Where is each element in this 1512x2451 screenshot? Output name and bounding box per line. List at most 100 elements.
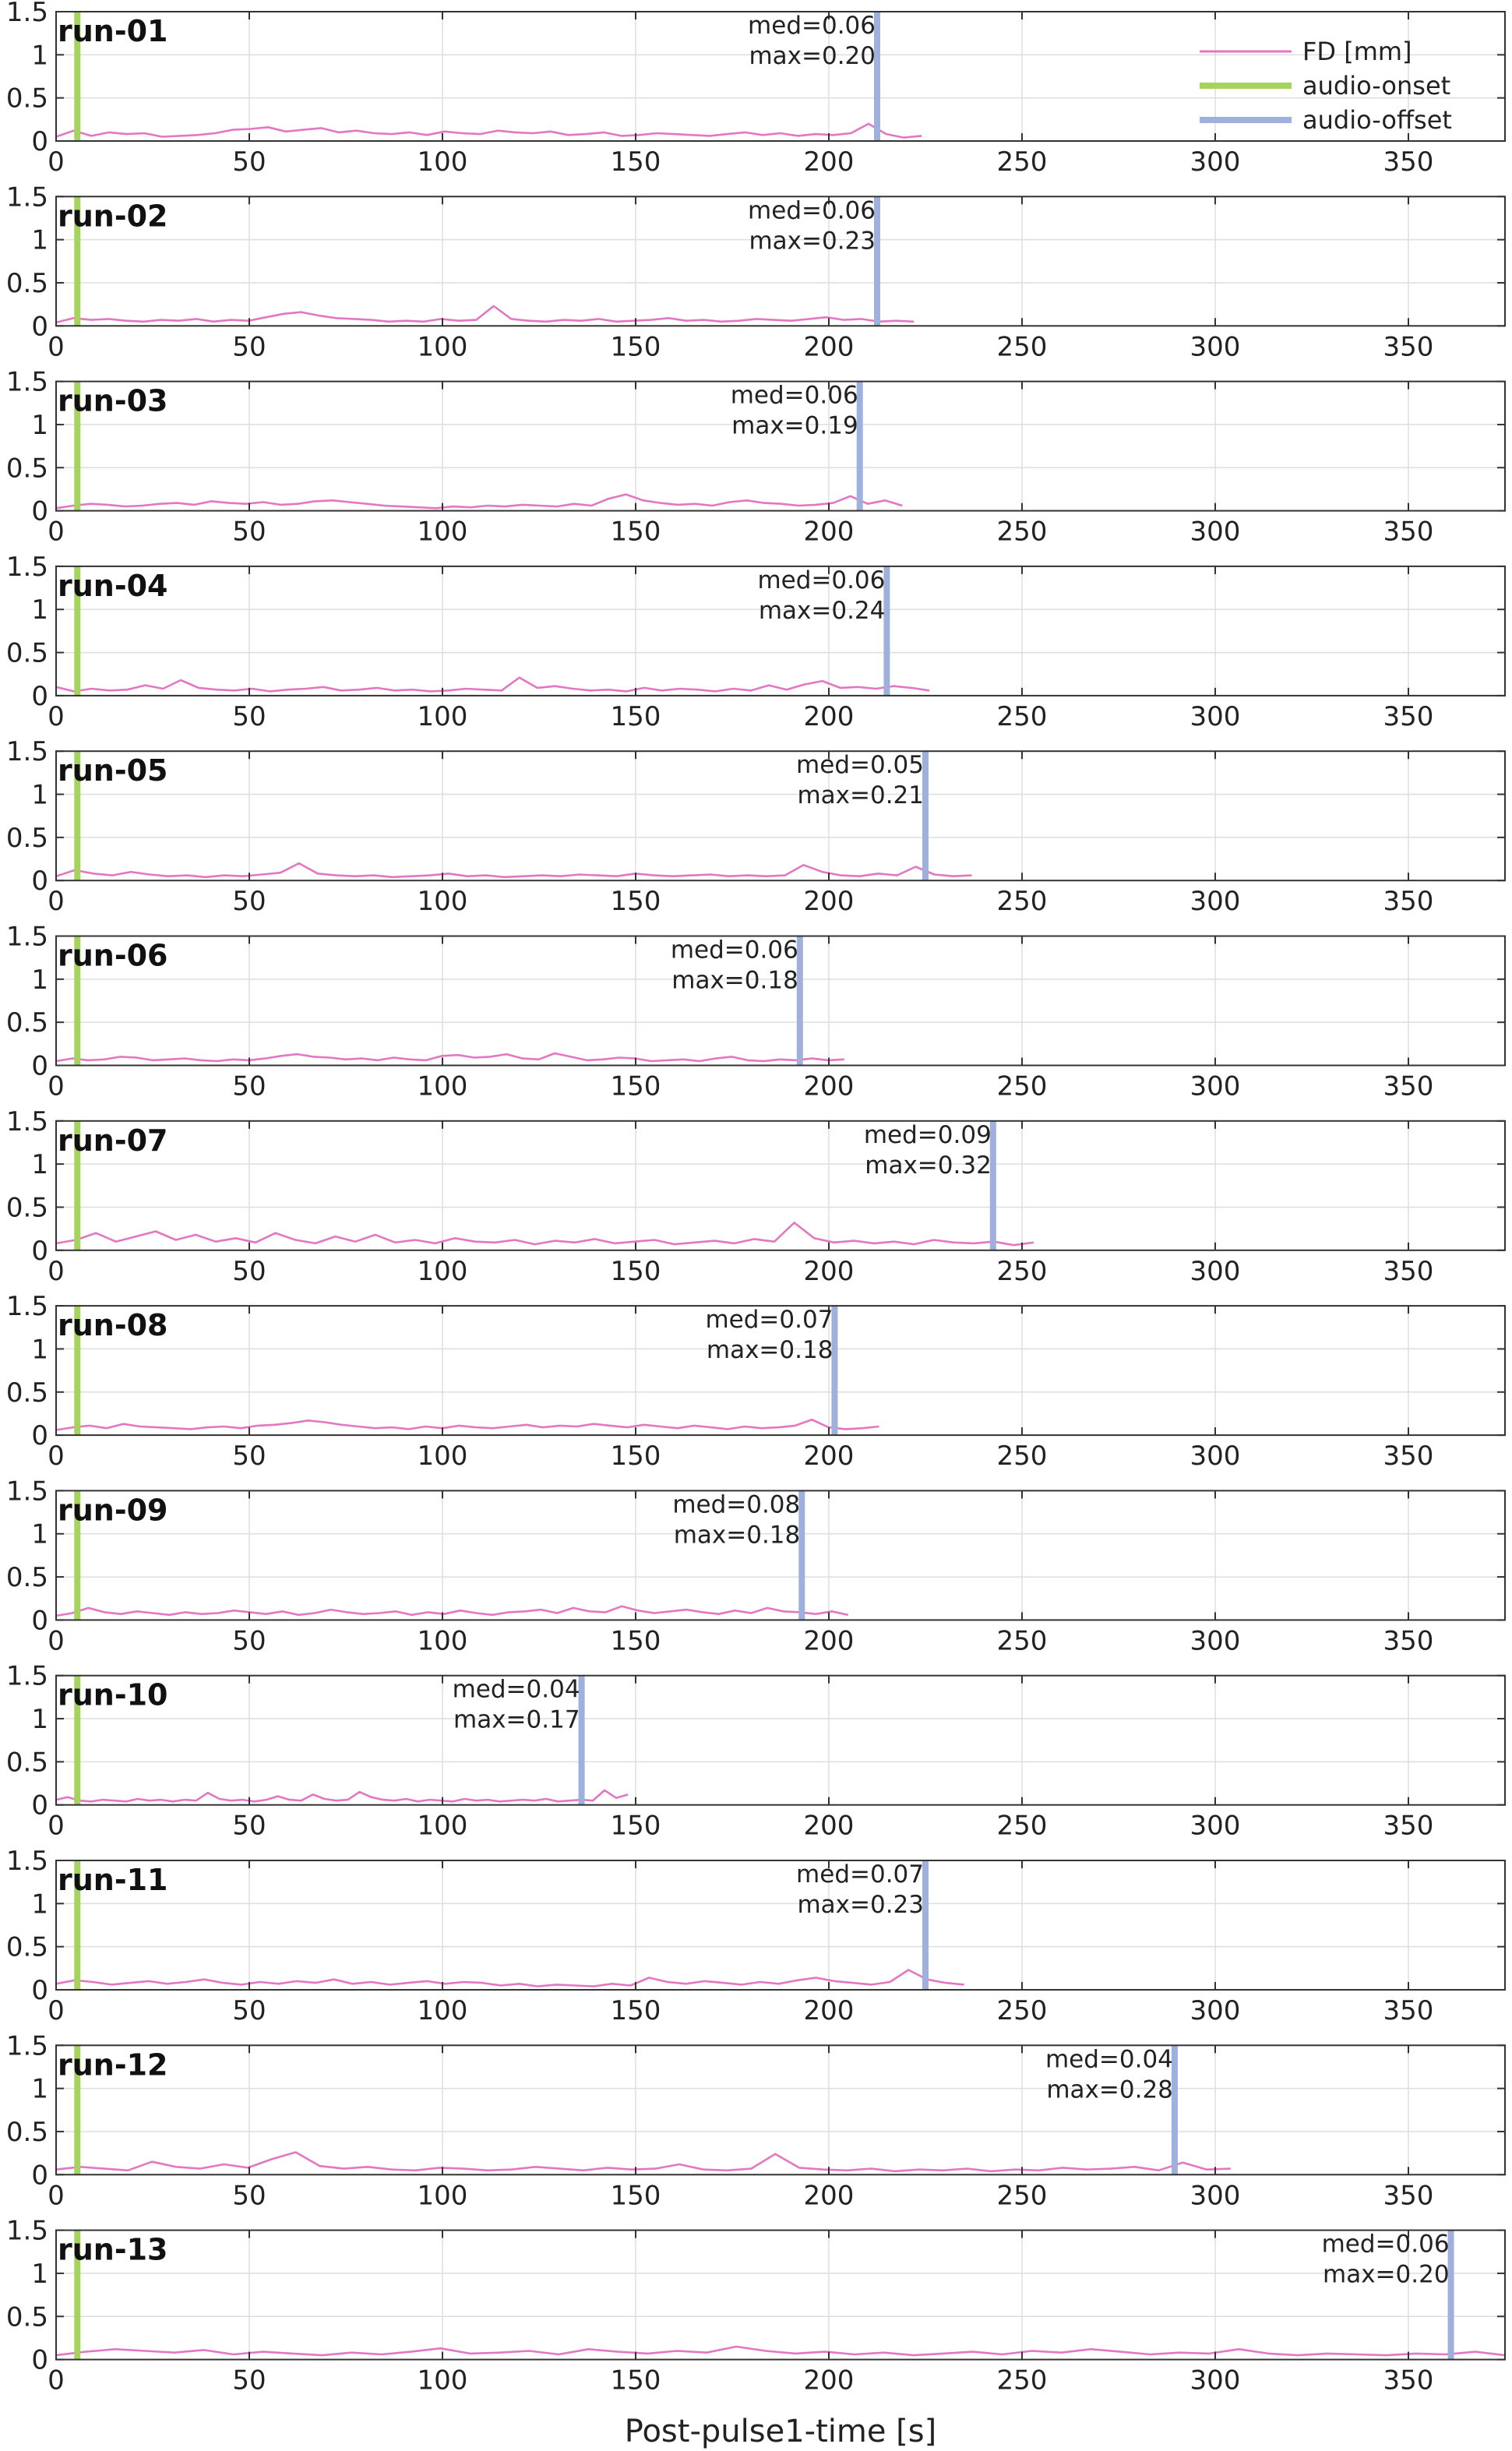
plot-frame (55, 935, 1506, 1067)
x-tick-label: 150 (611, 1256, 661, 1287)
y-tick-label: 1.5 (6, 922, 48, 953)
fd-series-line (55, 2151, 1231, 2173)
plot-frame (55, 750, 1506, 882)
y-tick-label: 1.5 (6, 552, 48, 583)
y-tick-label: 0.5 (6, 2301, 48, 2333)
y-tick-label: 1.5 (6, 0, 48, 28)
median-annotation: med=0.06 (731, 382, 858, 410)
x-tick-label: 150 (611, 146, 661, 178)
fd-series-line (55, 1969, 964, 1987)
y-tick-label: 0 (31, 311, 48, 342)
x-tick-label: 0 (48, 1625, 65, 1656)
x-tick-label: 150 (611, 886, 661, 917)
x-tick-label: 200 (804, 701, 855, 732)
x-tick-label: 200 (804, 2180, 855, 2211)
plot-frame (55, 2229, 1506, 2361)
y-tick-label: 0 (31, 1420, 48, 1451)
x-tick-label: 50 (232, 1256, 266, 1287)
x-tick-label: 50 (232, 1441, 266, 1472)
x-tick-label: 300 (1190, 1995, 1241, 2026)
run-label: run-03 (58, 384, 168, 418)
x-tick-label: 350 (1383, 1811, 1434, 1842)
median-annotation: med=0.08 (672, 1490, 800, 1518)
x-tick-label: 250 (997, 1995, 1048, 2026)
fd-series-line (55, 676, 930, 693)
x-tick-label: 50 (232, 2180, 266, 2211)
x-tick-label: 350 (1383, 1256, 1434, 1287)
y-tick-label: 0 (31, 126, 48, 157)
fd-series-line (55, 862, 972, 879)
x-tick-label: 350 (1383, 2180, 1434, 2211)
x-tick-label: 100 (418, 886, 468, 917)
x-tick-label: 100 (418, 1811, 468, 1842)
median-annotation: med=0.04 (453, 1676, 580, 1704)
x-tick-label: 350 (1383, 1071, 1434, 1102)
y-tick-label: 1 (31, 1519, 48, 1550)
median-annotation: med=0.06 (1322, 2231, 1450, 2259)
x-tick-label: 300 (1190, 701, 1241, 732)
x-tick-label: 0 (48, 1441, 65, 1472)
fd-series-line (55, 1222, 1034, 1247)
y-tick-label: 0.5 (6, 1747, 48, 1778)
median-annotation: med=0.04 (1045, 2045, 1173, 2073)
x-tick-label: 200 (804, 1625, 855, 1656)
median-annotation: med=0.09 (864, 1121, 992, 1149)
run-label: run-07 (58, 1123, 168, 1158)
x-tick-label: 250 (997, 2365, 1048, 2396)
max-annotation: max=0.18 (707, 1336, 834, 1364)
y-tick-label: 0 (31, 1790, 48, 1821)
x-tick-label: 100 (418, 517, 468, 548)
y-tick-label: 1 (31, 225, 48, 256)
x-tick-label: 0 (48, 1995, 65, 2026)
x-tick-label: 150 (611, 331, 661, 362)
y-tick-label: 1.5 (6, 1106, 48, 1137)
x-tick-label: 200 (804, 146, 855, 178)
x-tick-label: 100 (418, 1256, 468, 1287)
y-tick-label: 1.5 (6, 182, 48, 213)
y-tick-label: 1 (31, 410, 48, 441)
fd-series-line (55, 2345, 1506, 2357)
median-annotation: med=0.07 (796, 1860, 924, 1889)
x-tick-label: 350 (1383, 1625, 1434, 1656)
x-tick-label: 300 (1190, 1625, 1241, 1656)
fd-series-line (55, 305, 915, 324)
x-tick-label: 50 (232, 2365, 266, 2396)
y-tick-label: 0 (31, 2345, 48, 2376)
y-tick-label: 0 (31, 1605, 48, 1636)
x-tick-label: 0 (48, 886, 65, 917)
plot-frame (55, 11, 1506, 142)
x-tick-label: 150 (611, 1625, 661, 1656)
max-annotation: max=0.23 (749, 227, 876, 255)
x-tick-label: 350 (1383, 701, 1434, 732)
median-annotation: med=0.05 (796, 751, 924, 779)
y-tick-label: 0.5 (6, 1932, 48, 1963)
x-tick-label: 100 (418, 2365, 468, 2396)
y-tick-label: 0.5 (6, 83, 48, 115)
x-tick-label: 150 (611, 2365, 661, 2396)
y-tick-label: 1.5 (6, 2216, 48, 2247)
y-tick-label: 1 (31, 965, 48, 996)
x-tick-label: 100 (418, 1441, 468, 1472)
x-tick-label: 300 (1190, 1256, 1241, 1287)
x-tick-label: 0 (48, 701, 65, 732)
x-tick-label: 0 (48, 1071, 65, 1102)
plot-frame (55, 1120, 1506, 1251)
median-annotation: med=0.06 (671, 936, 798, 965)
x-tick-label: 0 (48, 1811, 65, 1842)
y-tick-label: 1 (31, 594, 48, 626)
y-tick-label: 0 (31, 1236, 48, 1267)
plot-frame (55, 565, 1506, 697)
x-tick-label: 300 (1190, 2180, 1241, 2211)
run-label: run-02 (58, 199, 168, 233)
y-tick-label: 0 (31, 2160, 48, 2191)
x-tick-label: 0 (48, 331, 65, 362)
fd-series-line (55, 1605, 849, 1617)
